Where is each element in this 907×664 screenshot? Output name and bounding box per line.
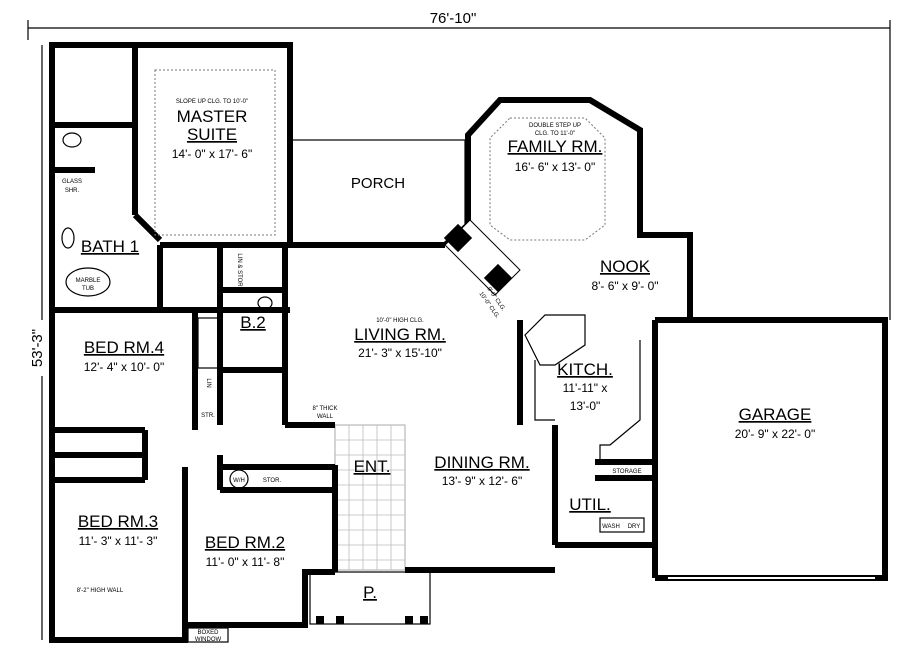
marble-tub-icon — [65, 267, 111, 297]
boxed-window-label: BOXED — [197, 630, 219, 636]
nook-label: NOOK — [600, 257, 651, 276]
linen-label: LIN — [205, 378, 211, 387]
washer-label: WASH — [602, 524, 620, 530]
dryer-label: DRY — [628, 524, 641, 530]
bath1-label: BATH 1 — [81, 237, 139, 256]
family-label: FAMILY RM. — [508, 137, 603, 156]
bed2-size: 11'- 0" x 11'- 8" — [206, 555, 285, 569]
bed4-size: 12'- 4" x 10'- 0" — [84, 360, 164, 374]
overall-depth-label: 53'-3" — [29, 329, 46, 367]
dining-size: 13'- 9" x 12'- 6" — [442, 474, 522, 488]
entry-tile-floor — [334, 424, 406, 571]
living-label: LIVING RM. — [354, 325, 446, 344]
high-wall-note: 8'-2" HIGH WALL — [77, 588, 124, 594]
wall-note-1: 8" THICK — [312, 406, 337, 412]
porch-label: PORCH — [351, 175, 405, 192]
family-note-1: DOUBLE STEP UP — [529, 123, 581, 129]
bed3-size: 11'- 3" x 11'- 3" — [79, 534, 158, 548]
marble-tub-label-2: TUB — [82, 286, 94, 292]
kitchen-size-1: 11'-11" x — [563, 381, 608, 395]
room-living: 10'-0" HIGH CLG. LIVING RM. 21'- 3" x 15… — [354, 318, 446, 360]
kitchen-counter — [534, 360, 555, 421]
stor-label: STOR. — [263, 478, 282, 484]
water-heater-label: W/H — [233, 478, 245, 484]
bed3-label: BED RM.3 — [78, 512, 158, 531]
entry-label: ENT. — [354, 457, 391, 476]
master-name-2: SUITE — [187, 125, 237, 144]
storage-label: STORAGE — [612, 469, 641, 475]
marble-tub-label: MARBLE — [76, 278, 101, 284]
kitchen-label: KITCH. — [557, 360, 613, 379]
lin-stor-label: LIN & STOR — [236, 253, 242, 287]
kitchen-counter-right — [599, 340, 641, 460]
bed2-label: BED RM.2 — [205, 533, 285, 552]
boxed-window — [187, 627, 229, 643]
overall-width-label: 76'-10" — [430, 10, 477, 27]
fireplace — [443, 219, 521, 296]
dining-label: DINING RM. — [434, 453, 529, 472]
toilet-icon — [257, 296, 273, 310]
bath2-label: B.2 — [240, 313, 266, 332]
master-ceiling-note: SLOPE UP CLG. TO 10'-0" — [176, 99, 248, 105]
kitchen-size-2: 13'-0" — [570, 399, 601, 413]
porch-outline — [289, 139, 466, 246]
family-tray-ceiling — [489, 117, 606, 241]
room-family: DOUBLE STEP UP CLG. TO 11'-0" FAMILY RM.… — [508, 123, 603, 174]
family-size: 16'- 6" x 13'- 0" — [515, 160, 595, 174]
master-tray-ceiling — [154, 69, 276, 236]
bathtub-icon — [197, 317, 219, 369]
living-size: 21'- 3" x 15'-10" — [358, 346, 442, 360]
master-name: MASTER — [177, 107, 248, 126]
living-ceiling-note: 10'-0" HIGH CLG. — [376, 318, 424, 324]
glass-shower-label: GLASS — [62, 179, 82, 185]
toilet-icon — [62, 132, 82, 148]
garage-label: GARAGE — [739, 405, 812, 424]
front-porch-label: P. — [363, 583, 377, 602]
kitchen-island — [524, 314, 586, 366]
glass-shower-label-2: SHR. — [65, 188, 80, 194]
garage-size: 20'- 9" x 22'- 0" — [735, 427, 815, 441]
front-porch-outline — [309, 571, 431, 625]
util-label: UTIL. — [569, 495, 611, 514]
master-size: 14'- 0" x 17'- 6" — [172, 147, 252, 161]
water-heater-icon — [229, 469, 249, 489]
walls — [49, 42, 888, 643]
str-label: STR. — [201, 413, 215, 419]
nook-size: 8'- 6" x 9'- 0" — [591, 279, 658, 293]
sink-icon — [61, 227, 75, 249]
overall-width-dimension: 76'-10" — [27, 8, 891, 320]
overall-depth-dimension: 53'-3" — [28, 45, 48, 640]
family-note-2: CLG. TO 11'-0" — [535, 131, 575, 137]
bed4-label: BED RM.4 — [84, 338, 164, 357]
washer-dryer — [599, 517, 645, 533]
boxed-window-label-2: WINDOW — [195, 637, 222, 643]
wall-note-2: WALL — [317, 414, 334, 420]
room-master-suite: SLOPE UP CLG. TO 10'-0" MASTER SUITE 14'… — [172, 99, 252, 161]
